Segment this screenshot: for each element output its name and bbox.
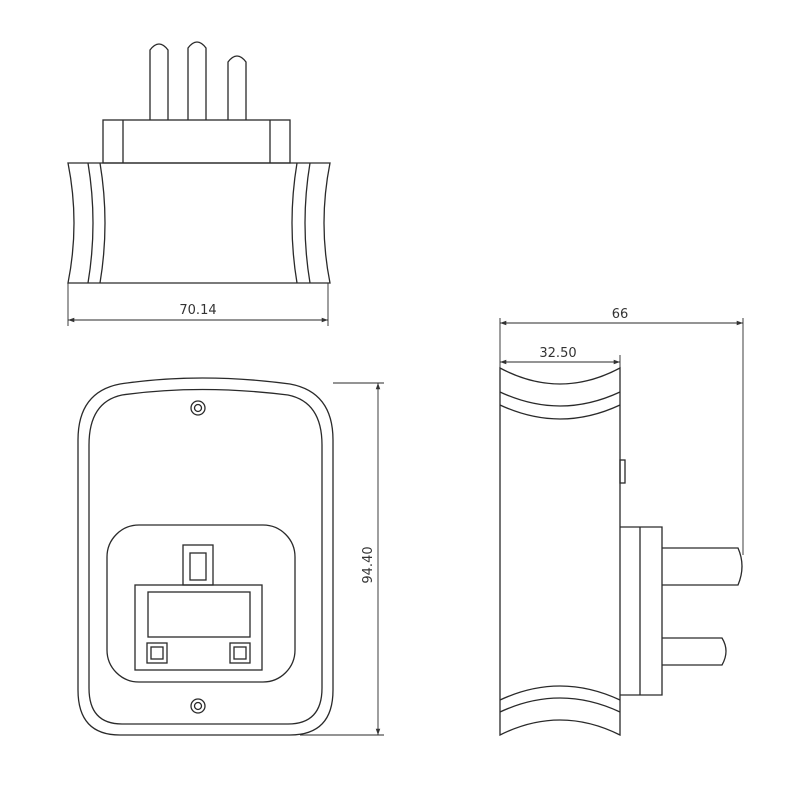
neutral-slot <box>229 642 251 664</box>
body-depth-dimension: 32.50 <box>539 346 576 361</box>
earth-pin <box>662 547 743 586</box>
side-body <box>499 366 621 737</box>
top-view: 70.14 <box>67 41 331 326</box>
socket-face <box>134 584 263 671</box>
side-view: 66 32.50 <box>499 307 744 737</box>
top-body <box>67 162 331 284</box>
top-pins <box>149 41 247 120</box>
plug-base <box>620 526 663 696</box>
height-dimension: 94.40 <box>361 546 376 583</box>
earth-slot <box>182 544 214 586</box>
live-pin <box>662 637 727 666</box>
depth-dimension: 66 <box>612 307 629 322</box>
front-view: 94.40 <box>77 377 384 736</box>
screw-top-icon <box>190 400 206 416</box>
front-outline <box>77 377 334 736</box>
screw-bottom-icon <box>190 698 206 714</box>
width-dimension: 70.14 <box>179 303 216 318</box>
socket-recess <box>106 524 296 683</box>
pin-base <box>102 119 291 164</box>
side-button <box>619 459 626 484</box>
live-slot <box>146 642 168 664</box>
